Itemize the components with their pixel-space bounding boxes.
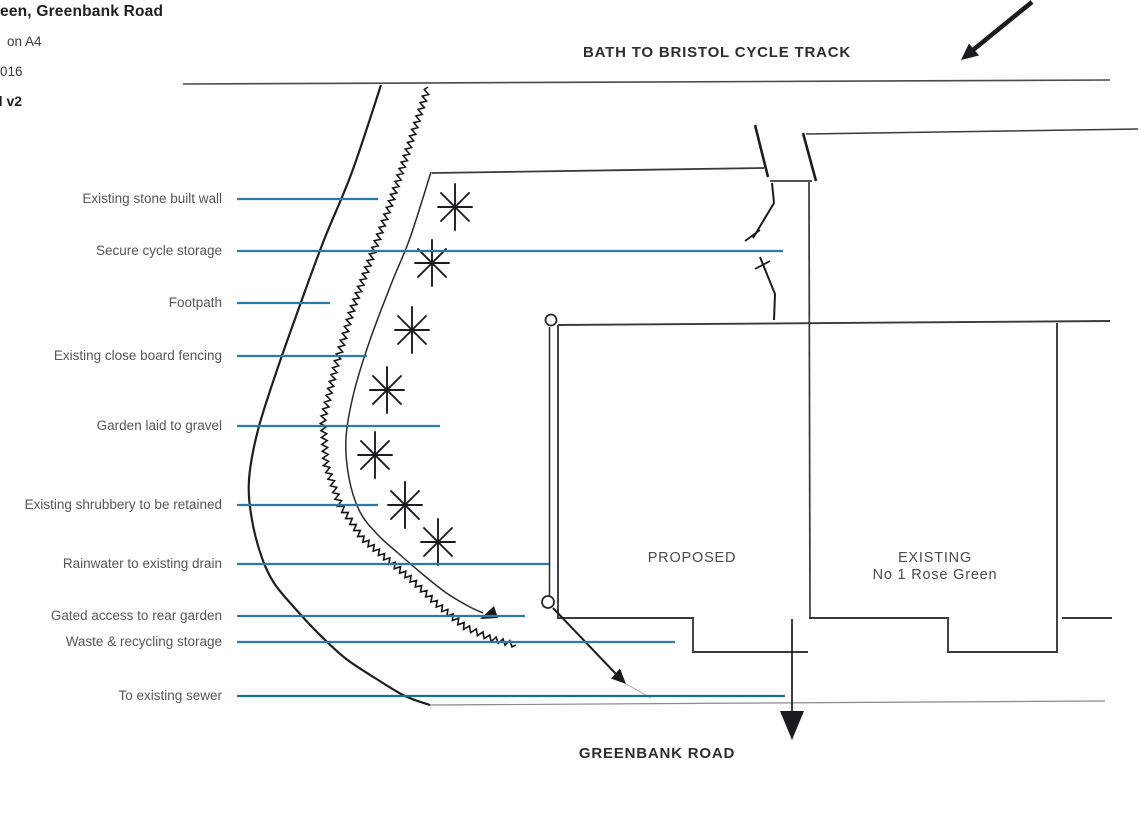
existing-building-label-line1: EXISTING [897,550,973,566]
plan-label: Existing shrubbery to be retained [24,497,222,512]
greenbank-road-title: GREENBANK ROAD [578,745,736,762]
plan-label: Gated access to rear garden [50,608,222,623]
rainwater-downpipe [541,313,558,609]
plan-label: Waste & recycling storage [65,634,222,649]
existing-building-label-line2: No 1 Rose Green [872,567,998,583]
road-kerb-line [429,700,1106,706]
front-boundary-line [805,128,1139,135]
cycle-track-title: BATH TO BRISTOL CYCLE TRACK [583,44,851,61]
asterisk-shrub-icon [437,183,473,231]
downpipe-bottom-circle-icon [541,595,555,609]
plan-label: Footpath [168,295,222,310]
rear-boundary-fence-line [744,182,777,321]
drawing-title-block: een, Greenbank Road on A4 016 d v2 [0,0,210,120]
garden-top-boundary-line [431,167,765,174]
asterisk-shrub-icon [414,239,450,287]
plan-label: Existing stone built wall [82,191,222,206]
stone-wall-scribble [318,86,517,649]
proposed-building-label: PROPOSED [647,550,737,566]
plan-label: Rainwater to existing drain [62,556,222,571]
footpath-kerb-curve [247,84,431,707]
plan-label: Existing close board fencing [53,348,222,363]
fence-tick-icon [744,229,761,242]
fence-tick-icon [754,260,771,270]
asterisk-shrub-icon [369,366,405,414]
asterisk-shrub-icon [394,306,430,354]
buildings-top-edge [557,320,1111,326]
sewer-connection-arrow-icon [552,607,652,699]
asterisk-shrub-icon [387,481,423,529]
title-block-line: 016 [0,64,23,79]
plan-label: Garden laid to gravel [96,418,222,433]
downpipe-top-circle-icon [544,313,558,327]
existing-building-outline [809,323,1058,653]
plan-label: To existing sewer [118,688,222,703]
existing-building-label: EXISTING No 1 Rose Green [873,550,998,584]
asterisk-shrub-icon [420,518,456,566]
asterisk-shrub-icon [357,431,393,479]
drain-down-arrow-icon [780,619,804,740]
access-opening-lines [753,124,818,182]
proposed-building-outline [557,325,808,653]
party-wall-line [808,181,811,618]
cycle-track-edge-line [182,79,1111,85]
building-outlines [557,320,1112,653]
close-board-fence-curve [345,171,484,614]
title-block-line: on A4 [7,34,42,49]
title-block-line: d v2 [0,93,23,109]
plan-label: Secure cycle storage [95,243,222,258]
north-arrow-icon [961,0,1034,60]
title-block-line: een, Greenbank Road [0,3,164,20]
